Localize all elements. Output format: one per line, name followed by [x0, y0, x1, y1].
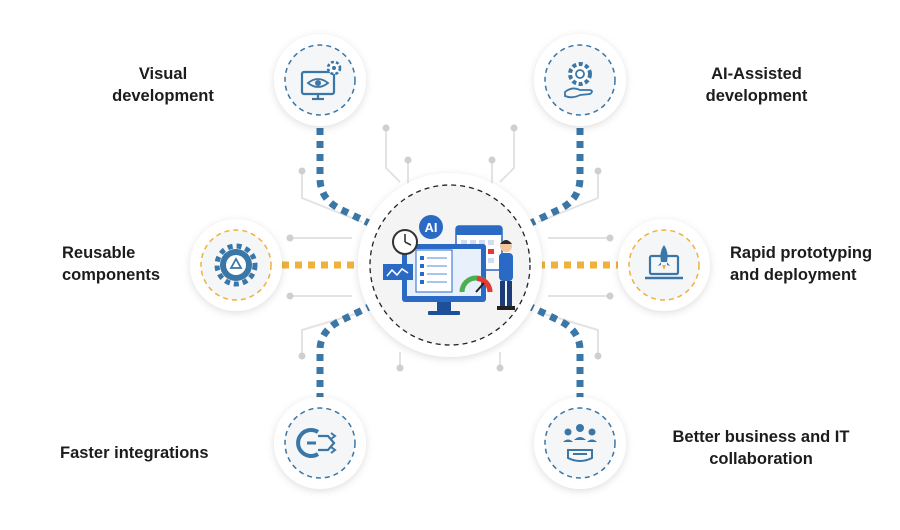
gear-recycle-icon [214, 243, 258, 287]
connector-better-collaboration [525, 301, 584, 400]
circuit-nodes [286, 124, 614, 372]
ai-badge: AI [425, 220, 438, 235]
label-rapid-prototyping: Rapid prototyping and deployment [730, 244, 873, 284]
integration-arrows-icon [296, 428, 337, 458]
feature-node-faster-integrations [274, 397, 366, 489]
connector-ai-assisted-development [525, 128, 584, 229]
connector-faster-integrations [316, 301, 375, 400]
laptop-rocket-icon [645, 245, 683, 280]
feature-node-ai-assisted-development [534, 34, 626, 126]
connector-visual-development [316, 128, 375, 229]
label-ai-assisted-development: AI-Assisted development [705, 65, 808, 105]
circuit-lines [290, 128, 610, 368]
central-hub: AI [358, 173, 542, 357]
monitor-eye-gear-icon [300, 60, 342, 101]
feature-node-reusable-components [190, 219, 282, 311]
feature-node-rapid-prototyping [618, 219, 710, 311]
team-handshake-icon [563, 424, 597, 462]
gear-hand-icon [564, 62, 593, 99]
connectors [282, 128, 618, 400]
feature-node-better-collaboration [534, 397, 626, 489]
label-better-collaboration: Better business and IT collaboration [672, 428, 850, 468]
label-visual-development: Visual development [112, 65, 214, 105]
label-faster-integrations: Faster integrations [60, 444, 209, 462]
feature-node-visual-development [274, 34, 366, 126]
label-reusable-components: Reusable components [62, 244, 161, 284]
ai-low-code-platform-illustration [383, 215, 515, 315]
